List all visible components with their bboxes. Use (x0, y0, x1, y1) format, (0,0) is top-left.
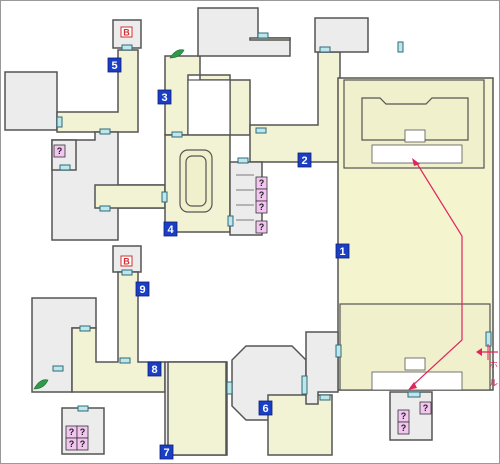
unknown-item-icon: ? (76, 437, 89, 451)
boss-icon: B (120, 255, 133, 267)
exit-arrow-icon (476, 344, 498, 360)
marker-9[interactable]: 9 (135, 281, 150, 297)
doors (52, 32, 492, 412)
marker-7[interactable]: 7 (159, 444, 174, 460)
room-north-east (314, 17, 369, 53)
door (56, 116, 63, 128)
storage-shelves (236, 174, 254, 221)
door (407, 391, 421, 398)
door (52, 365, 64, 372)
svg-text:?: ? (259, 202, 265, 212)
unknown-item-icon: ? (397, 409, 410, 423)
door (319, 46, 331, 53)
door (121, 44, 133, 51)
unknown-item-icon: ? (255, 220, 268, 234)
svg-text:6: 6 (262, 403, 268, 415)
door (121, 269, 133, 276)
room-storage (229, 161, 263, 236)
svg-text:?: ? (80, 427, 86, 437)
svg-text:4: 4 (167, 224, 174, 236)
svg-text:?: ? (423, 403, 429, 413)
unknown-item-icon: ? (65, 425, 78, 439)
unknown-item-icon: ? (76, 425, 89, 439)
corridor-8-9 (71, 271, 166, 393)
door (226, 381, 233, 395)
north-west-wing (4, 7, 369, 241)
marker-5[interactable]: 5 (107, 57, 122, 73)
svg-text:?: ? (69, 427, 75, 437)
corridor-6 (267, 394, 333, 456)
door (99, 205, 111, 212)
unknown-item-icon: ? (255, 200, 268, 214)
door (257, 32, 269, 39)
unknown-item-icon: ? (419, 401, 432, 415)
leaf-icon (33, 379, 49, 390)
unknown-item-icon: ? (65, 437, 78, 451)
svg-text:9: 9 (139, 284, 145, 296)
marker-6[interactable]: 6 (258, 400, 273, 416)
throne-platform (361, 97, 469, 141)
marker-8[interactable]: 8 (147, 361, 162, 377)
svg-text:8: 8 (151, 364, 157, 376)
room-south-east-link (305, 331, 339, 405)
boss-icon: B (120, 26, 133, 38)
leaf-icon (169, 49, 185, 59)
svg-text:?: ? (259, 178, 265, 188)
door (119, 357, 131, 364)
door (161, 191, 168, 203)
svg-text:3: 3 (161, 92, 167, 104)
door (99, 128, 111, 135)
corridor-north-stub (249, 37, 291, 41)
boss-label: B (123, 28, 130, 38)
corridor-5 (56, 49, 139, 133)
stairs-north-wide-icon (371, 144, 463, 164)
door (59, 164, 71, 171)
boss-label: B (123, 257, 130, 267)
door (397, 41, 404, 53)
svg-text:?: ? (80, 439, 86, 449)
marker-4[interactable]: 4 (163, 221, 178, 237)
svg-text:?: ? (57, 146, 63, 156)
corridor-7 (167, 361, 227, 456)
stairs-south-icon (404, 357, 426, 371)
unknown-item-icon: ? (255, 176, 268, 190)
door (485, 331, 492, 347)
svg-text:?: ? (69, 439, 75, 449)
corridor-west-link (94, 184, 166, 209)
svg-text:?: ? (259, 190, 265, 200)
svg-text:?: ? (259, 222, 265, 232)
unknown-item-icon: ? (255, 188, 268, 202)
door (255, 127, 267, 134)
unknown-item-icon: ? (53, 144, 66, 158)
door (319, 394, 331, 401)
exit-label: ホール (488, 360, 498, 387)
svg-text:1: 1 (339, 246, 345, 258)
room-far-west (4, 71, 58, 131)
svg-text:?: ? (401, 423, 407, 433)
svg-text:2: 2 (301, 155, 307, 167)
door (237, 157, 249, 164)
unknown-items: ? ? ? ? ? ? ? ? ? ? ? ? (53, 144, 432, 451)
door (301, 375, 308, 395)
great-hall (337, 77, 494, 391)
marker-2[interactable]: 2 (297, 152, 312, 168)
door (77, 405, 89, 412)
svg-text:7: 7 (163, 447, 169, 459)
door (335, 344, 342, 358)
door (79, 325, 91, 332)
svg-text:?: ? (401, 411, 407, 421)
svg-text:5: 5 (111, 60, 117, 72)
door (171, 131, 183, 138)
route-arrow-icon (408, 158, 463, 390)
stairs-north-icon (404, 129, 426, 143)
unknown-item-icon: ? (397, 421, 410, 435)
marker-3[interactable]: 3 (157, 89, 172, 105)
marker-1[interactable]: 1 (335, 243, 350, 259)
room-treasure-east (389, 391, 433, 441)
arena-4-inner (185, 155, 207, 207)
door (227, 215, 234, 227)
courtyard-3 (187, 79, 231, 136)
